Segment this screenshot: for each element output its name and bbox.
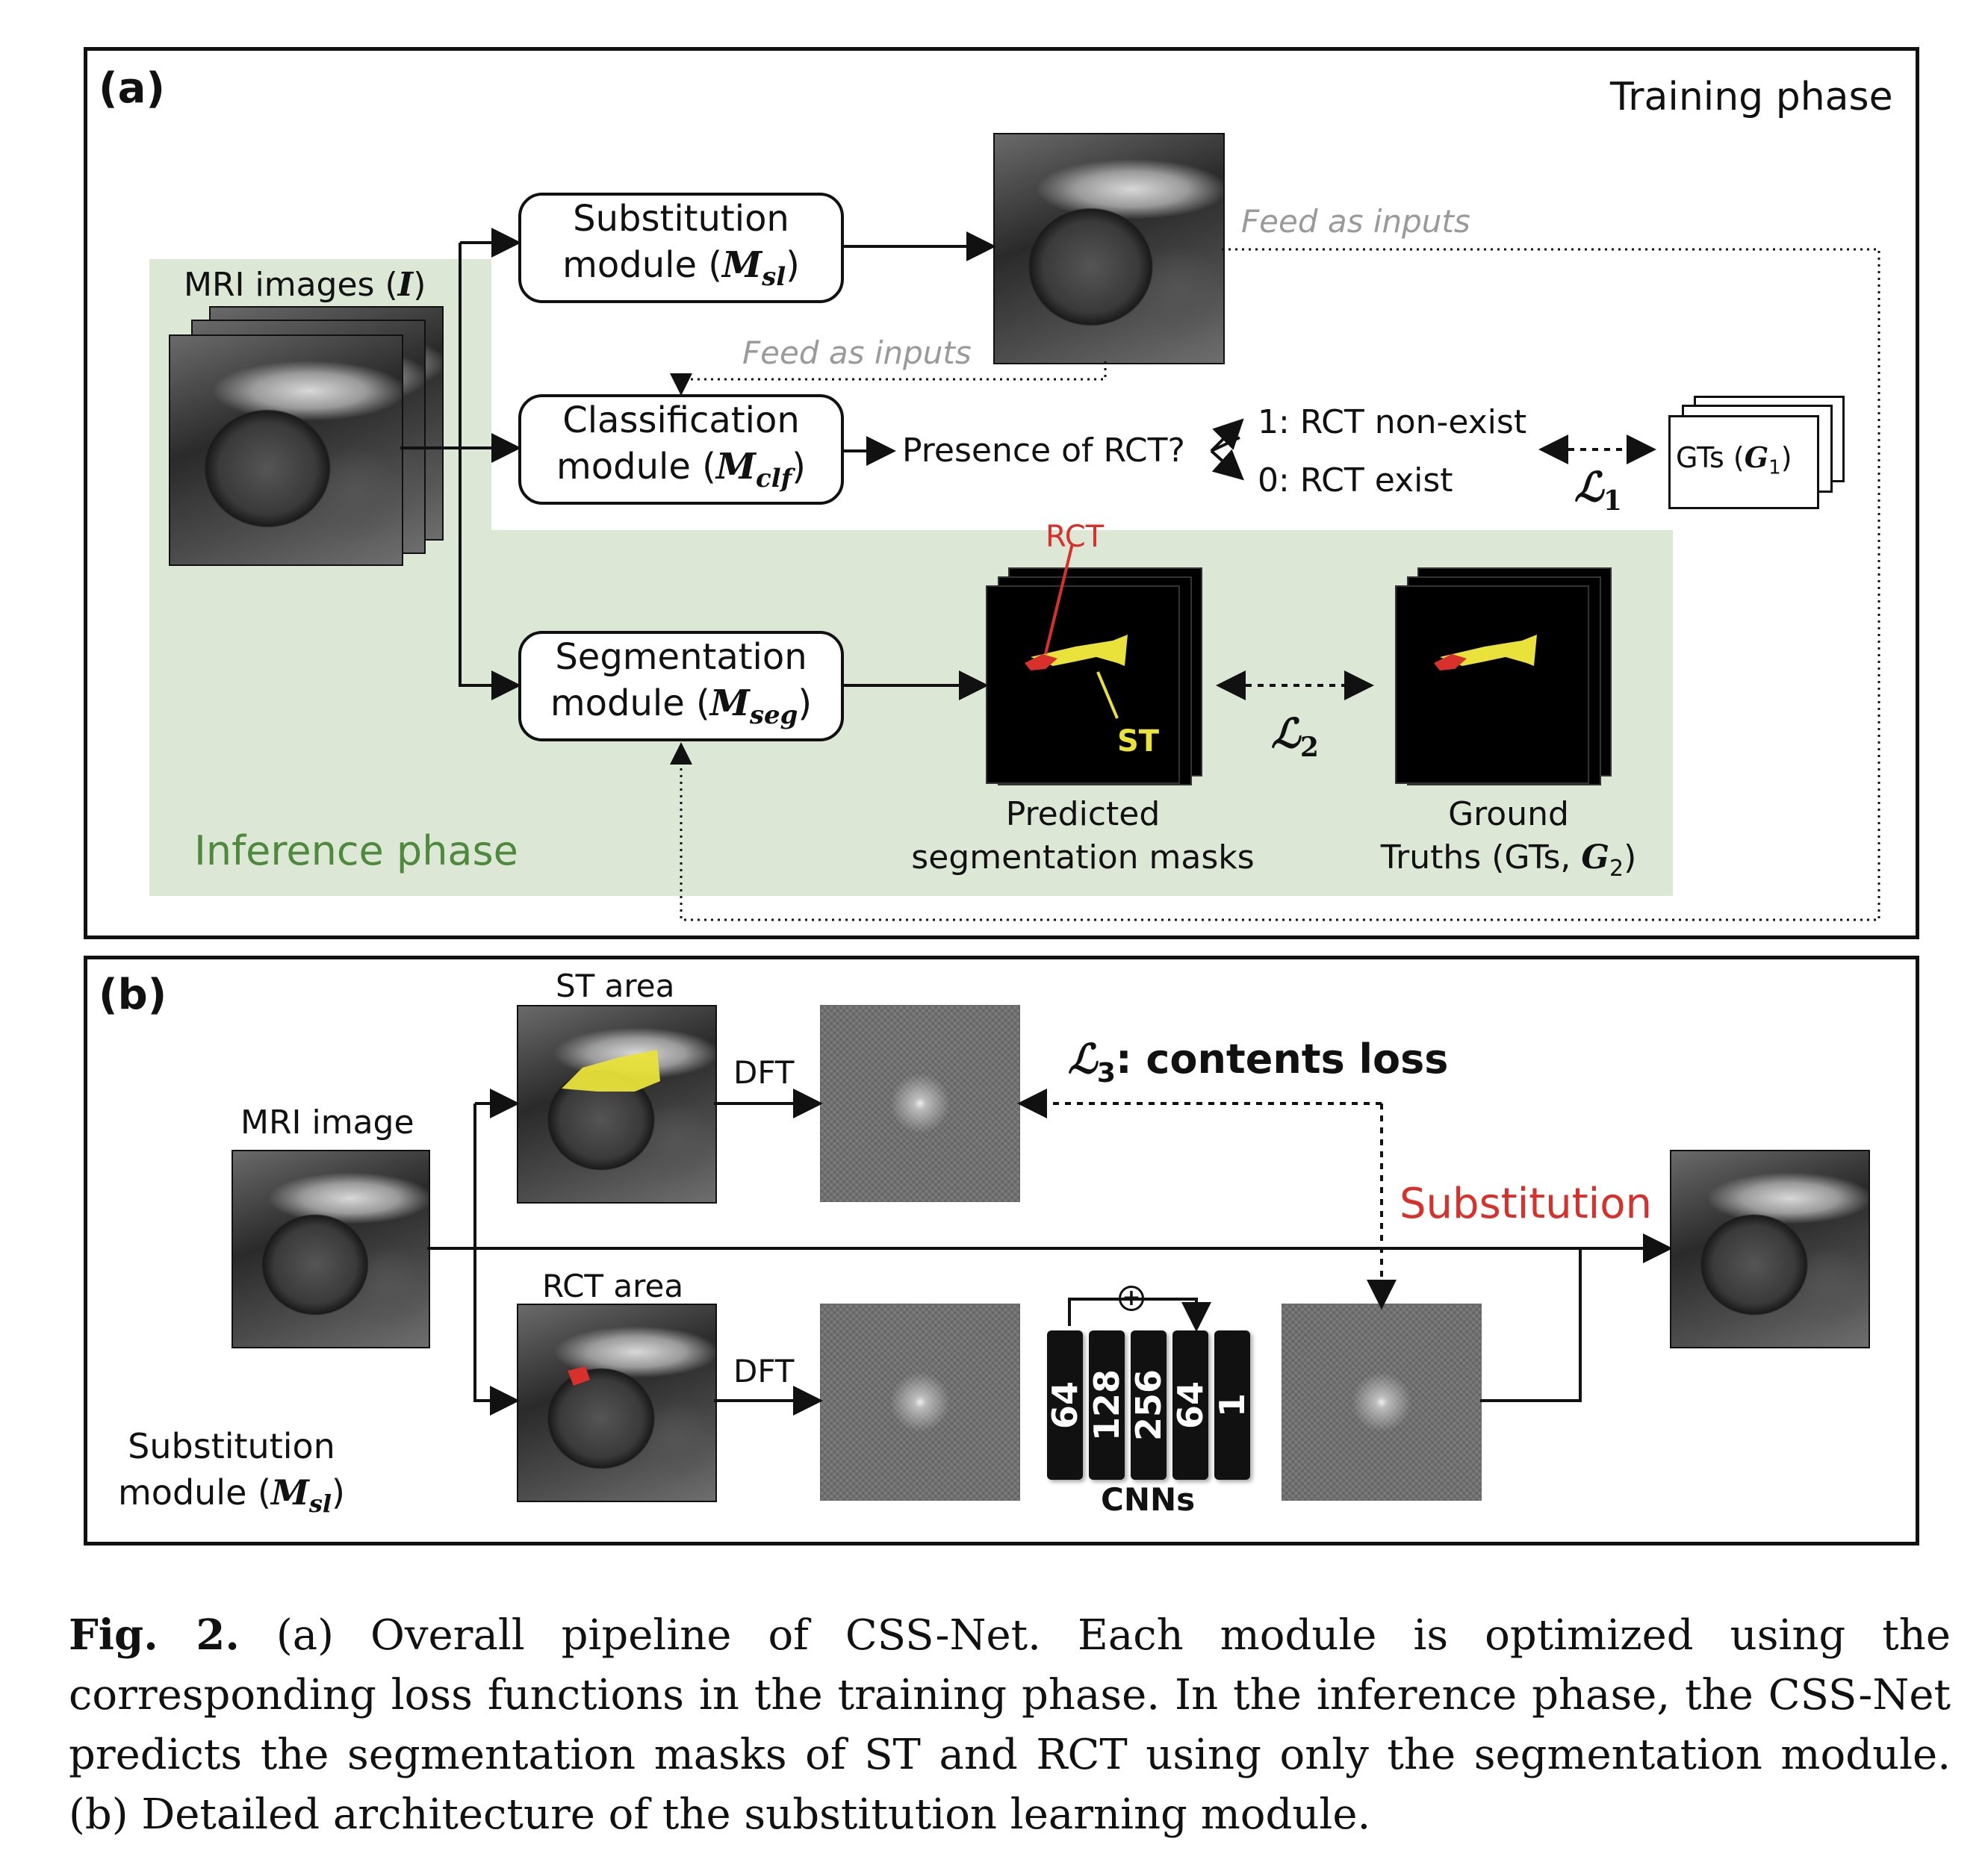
panel-a-label: (a) — [99, 64, 165, 113]
rct-pointer — [1044, 543, 1074, 655]
connector-layer — [400, 228, 1880, 1416]
training-phase-label: Training phase — [1610, 75, 1893, 119]
arrow-cnn-output-merge — [1480, 1248, 1582, 1402]
substitution-module-box: Substitution module (Msl) — [518, 193, 844, 303]
rct-label: RCT — [1046, 520, 1105, 554]
input-mri-image — [232, 1150, 430, 1348]
option-rct-non-exist: 1: RCT non-exist — [1258, 403, 1527, 441]
output-mri-image — [1670, 1150, 1870, 1348]
substitution-label: Substitution — [1400, 1180, 1652, 1228]
caption-text: (a) Overall pipeline of CSS-Net. Each mo… — [69, 1611, 1951, 1839]
st-label: ST — [1117, 724, 1160, 759]
mri-image-label: MRI image — [240, 1103, 414, 1142]
classification-module-box: Classification module (Mclf) — [518, 394, 844, 505]
mri-image-stack-front — [169, 334, 403, 566]
inference-phase-label: Inference phase — [194, 827, 518, 874]
cnn-layer-2: 128 — [1087, 1330, 1127, 1480]
cnn-output-spectrum — [1282, 1304, 1482, 1501]
branch-to-option-0 — [1210, 449, 1244, 481]
predicted-mask-front — [986, 585, 1180, 784]
dft-bottom-label: DFT — [733, 1353, 795, 1389]
loss-1-label: ℒ1 — [1574, 463, 1622, 517]
rct-area-image — [517, 1304, 717, 1502]
rct-area-spectrum — [820, 1304, 1020, 1501]
mri-images-label: MRI images (I) — [184, 266, 426, 304]
st-area-spectrum — [820, 1005, 1020, 1202]
panel-b — [84, 956, 1919, 1545]
cnn-layer-4: 64 — [1170, 1330, 1211, 1480]
substitution-module-label: Substitution module (Msl) — [117, 1426, 345, 1519]
substituted-mri-image — [993, 133, 1225, 364]
cnn-layer-1: 64 — [1045, 1330, 1085, 1480]
st-area-label: ST area — [556, 968, 675, 1004]
rct-area-label: RCT area — [542, 1268, 684, 1304]
dft-top-label: DFT — [733, 1054, 795, 1091]
cnn-layer-3: 256 — [1128, 1330, 1169, 1480]
caption-label: Fig. 2. — [69, 1610, 240, 1660]
panel-b-label: (b) — [99, 971, 167, 1019]
panel-a — [84, 47, 1919, 939]
st-pointer — [1096, 671, 1119, 719]
feed-as-inputs-label-2: Feed as inputs — [742, 334, 972, 371]
figure-caption: Fig. 2. (a) Overall pipeline of CSS-Net.… — [69, 1605, 1951, 1845]
gts-g1-doc-front — [1668, 415, 1819, 509]
ground-truths-label: Ground Truths (GTs, G2) — [1380, 795, 1637, 882]
gt-mask-front — [1395, 585, 1589, 784]
feed-line-1 — [670, 248, 1880, 921]
st-area-image — [517, 1005, 717, 1204]
rct-area-overlay — [568, 1366, 590, 1386]
st-area-overlay — [562, 1050, 660, 1092]
cnn-layer-5: 1 — [1212, 1330, 1252, 1480]
loss-3-label: ℒ3: contents loss — [1068, 1035, 1449, 1089]
segmentation-module-box: Segmentation module (Mseg) — [518, 631, 844, 741]
option-rct-exist: 0: RCT exist — [1258, 461, 1453, 499]
feed-line-2 — [670, 361, 1107, 396]
gt-rct-shape — [1434, 654, 1467, 670]
feed-as-inputs-label-1: Feed as inputs — [1241, 203, 1470, 240]
loss-2-label: ℒ2 — [1271, 709, 1319, 763]
gts-g1-label: GTs (G1) — [1676, 441, 1792, 479]
branch-to-option-1 — [1210, 418, 1244, 452]
predicted-rct-shape — [1025, 654, 1057, 670]
presence-of-rct-label: Presence of RCT? — [902, 432, 1185, 470]
skip-connection — [1068, 1298, 1211, 1332]
cnns-label: CNNs — [1101, 1481, 1196, 1518]
